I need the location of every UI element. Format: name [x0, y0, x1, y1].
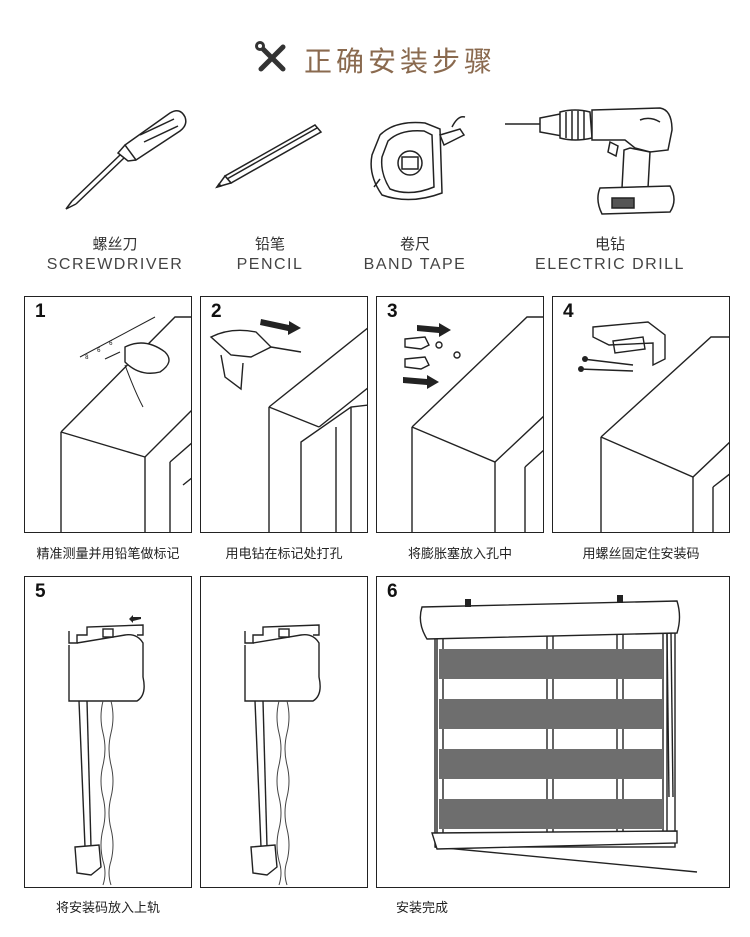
- step-4-illustration: [578, 321, 729, 532]
- svg-text:6: 6: [109, 340, 113, 347]
- step-panel-5: 5: [24, 576, 192, 888]
- step-4-caption: 用螺丝固定住安装码: [582, 547, 700, 562]
- svg-text:8: 8: [85, 354, 89, 361]
- step-panel-3: 3: [376, 296, 544, 533]
- step-panel-4: 4: [552, 296, 730, 533]
- screwdriver-icon: [65, 110, 187, 210]
- pencil-icon: [215, 124, 323, 189]
- tool-label-en: ELECTRIC DRILL: [535, 256, 685, 273]
- step-panel-1: 8 6 6 1: [24, 296, 192, 533]
- step-1-caption: 精准测量并用铅笔做标记: [36, 547, 180, 562]
- step-number: 5: [35, 581, 46, 602]
- step-6-illustration: [419, 595, 698, 873]
- step-2-illustration: [209, 319, 367, 532]
- step-number: 2: [211, 301, 222, 322]
- tool-label-cn: 铅笔: [254, 235, 285, 253]
- step-5-caption: 将安装码放入上轨: [55, 901, 160, 916]
- step-5b-illustration: [244, 624, 321, 886]
- step-number: 1: [35, 301, 46, 322]
- page-title: 正确安装步骤: [303, 45, 496, 78]
- step-number: 4: [563, 301, 574, 322]
- tool-screwdriver: 螺丝刀 SCREWDRIVER: [30, 105, 200, 274]
- tool-label-cn: 卷尺: [399, 235, 430, 253]
- step-panel-5b: [200, 576, 368, 888]
- step-6-caption: 安装完成: [395, 901, 448, 916]
- tool-tape: 卷尺 BAND TAPE: [340, 105, 490, 274]
- tool-label-en: BAND TAPE: [363, 256, 467, 273]
- step-number: 3: [387, 301, 398, 322]
- step-3-illustration: [403, 316, 543, 532]
- tool-label-cn: 螺丝刀: [92, 235, 138, 253]
- tool-label-en: PENCIL: [236, 256, 304, 273]
- step-1-illustration: 8 6 6: [60, 316, 191, 532]
- electric-drill-icon: [505, 107, 675, 215]
- page-header: 正确安装步骤: [0, 40, 750, 80]
- tool-label-cn: 电钻: [594, 235, 625, 253]
- step-5-illustration: [68, 615, 145, 886]
- svg-text:6: 6: [97, 347, 101, 354]
- step-number: 6: [387, 581, 398, 602]
- tape-measure-icon: [370, 115, 466, 201]
- tool-pencil: 铅笔 PENCIL: [195, 105, 345, 274]
- step-2-caption: 用电钻在标记处打孔: [225, 547, 343, 562]
- step-panel-2: 2: [200, 296, 368, 533]
- step-panel-6: 6: [376, 576, 730, 888]
- tool-drill: 电钻 ELECTRIC DRILL: [500, 100, 720, 274]
- tools-icon: [254, 40, 290, 80]
- step-3-caption: 将膨胀塞放入孔中: [407, 547, 512, 562]
- tool-label-en: SCREWDRIVER: [46, 256, 184, 273]
